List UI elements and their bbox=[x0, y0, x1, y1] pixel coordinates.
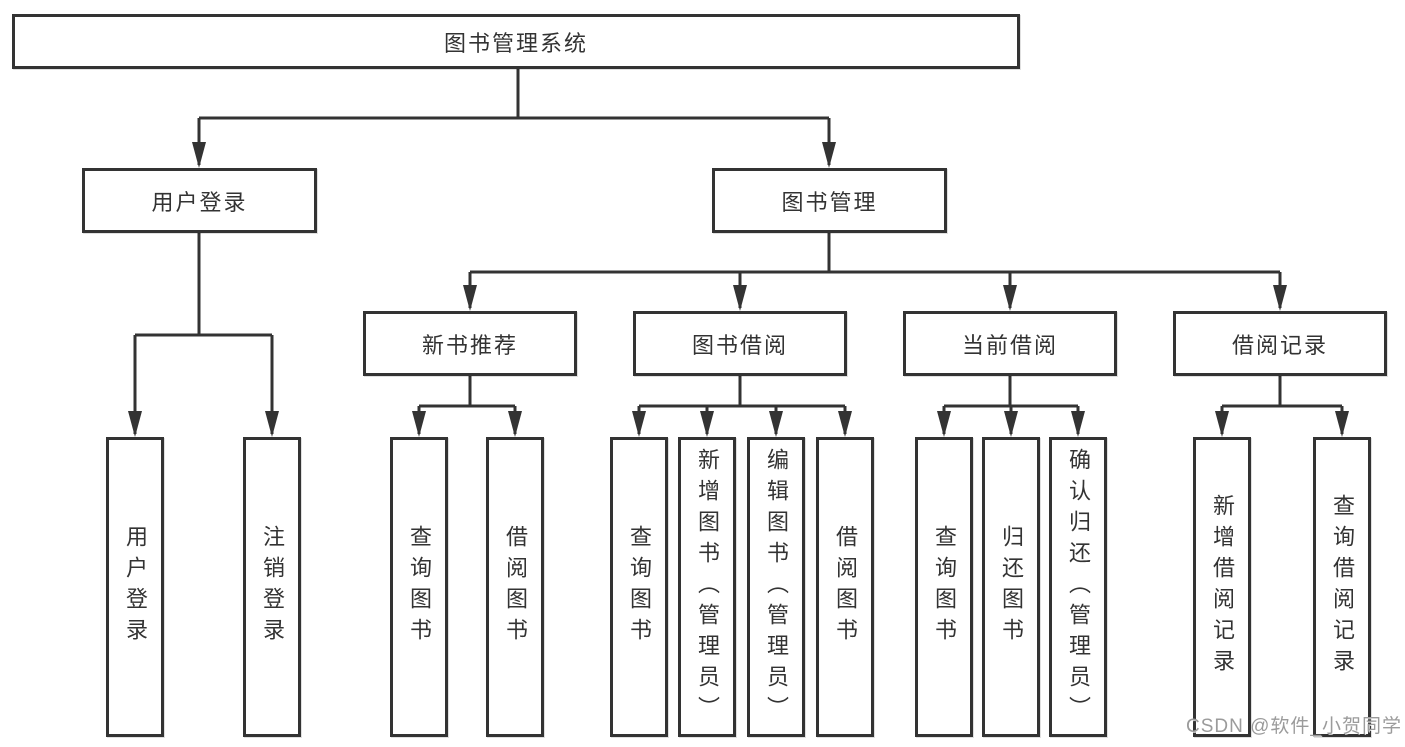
node-label: 查询图书 bbox=[627, 525, 652, 649]
node-label: 查询借阅记录 bbox=[1330, 494, 1355, 680]
leaf-user-login: 用户登录 bbox=[106, 437, 164, 737]
node-label: 新增图书（管理员） bbox=[695, 447, 720, 727]
node-label: 用户登录 bbox=[151, 189, 248, 215]
leaf-query-book-current: 查询图书 bbox=[915, 437, 973, 737]
csdn-watermark: CSDN @软件_小贺同学 bbox=[1186, 716, 1402, 737]
node-label: 编辑图书（管理员） bbox=[764, 447, 789, 727]
node-label: 新增借阅记录 bbox=[1210, 494, 1235, 680]
leaf-return-book: 归还图书 bbox=[982, 437, 1040, 737]
node-label: 查询图书 bbox=[932, 525, 957, 649]
leaf-query-book-borrow: 查询图书 bbox=[610, 437, 668, 737]
node-user-login: 用户登录 bbox=[82, 168, 317, 233]
connector-new-book-children bbox=[417, 376, 517, 434]
node-label: 借阅图书 bbox=[833, 525, 858, 649]
node-label: 图书借阅 bbox=[691, 332, 788, 358]
node-current-borrow: 当前借阅 bbox=[903, 311, 1117, 376]
node-book-management: 图书管理 bbox=[712, 168, 947, 233]
arrowheads bbox=[128, 142, 1349, 437]
connector-book-management-children bbox=[468, 233, 1282, 308]
node-label: 图书管理系统 bbox=[443, 30, 588, 56]
node-new-book-recommend: 新书推荐 bbox=[363, 311, 577, 376]
connector-root-to-level2 bbox=[197, 69, 831, 165]
node-label: 查询图书 bbox=[407, 525, 432, 649]
leaf-edit-book-admin: 编辑图书（管理员） bbox=[747, 437, 805, 737]
node-label: 图书管理 bbox=[781, 189, 878, 215]
node-label: 当前借阅 bbox=[961, 332, 1058, 358]
leaf-add-book-admin: 新增图书（管理员） bbox=[678, 437, 736, 737]
leaf-add-borrow-record: 新增借阅记录 bbox=[1193, 437, 1251, 737]
node-label: 确认归还（管理员） bbox=[1066, 447, 1091, 727]
node-label: 借阅图书 bbox=[503, 525, 528, 649]
leaf-query-book-recommend: 查询图书 bbox=[390, 437, 448, 737]
leaf-query-borrow-record: 查询借阅记录 bbox=[1313, 437, 1371, 737]
node-library-management-system: 图书管理系统 bbox=[12, 14, 1020, 69]
connector-borrow-records-children bbox=[1220, 376, 1344, 434]
connector-book-borrow-children bbox=[637, 376, 847, 434]
leaf-borrow-book: 借阅图书 bbox=[816, 437, 874, 737]
leaf-logout: 注销登录 bbox=[243, 437, 301, 737]
node-book-borrow: 图书借阅 bbox=[633, 311, 847, 376]
node-label: 新书推荐 bbox=[421, 332, 518, 358]
connector-user-login-children bbox=[133, 233, 274, 434]
leaf-borrow-book-recommend: 借阅图书 bbox=[486, 437, 544, 737]
leaf-confirm-return-admin: 确认归还（管理员） bbox=[1049, 437, 1107, 737]
node-label: 注销登录 bbox=[260, 525, 285, 649]
node-borrow-records: 借阅记录 bbox=[1173, 311, 1387, 376]
node-label: 借阅记录 bbox=[1231, 332, 1328, 358]
node-label: 用户登录 bbox=[123, 525, 148, 649]
node-label: 归还图书 bbox=[999, 525, 1024, 649]
